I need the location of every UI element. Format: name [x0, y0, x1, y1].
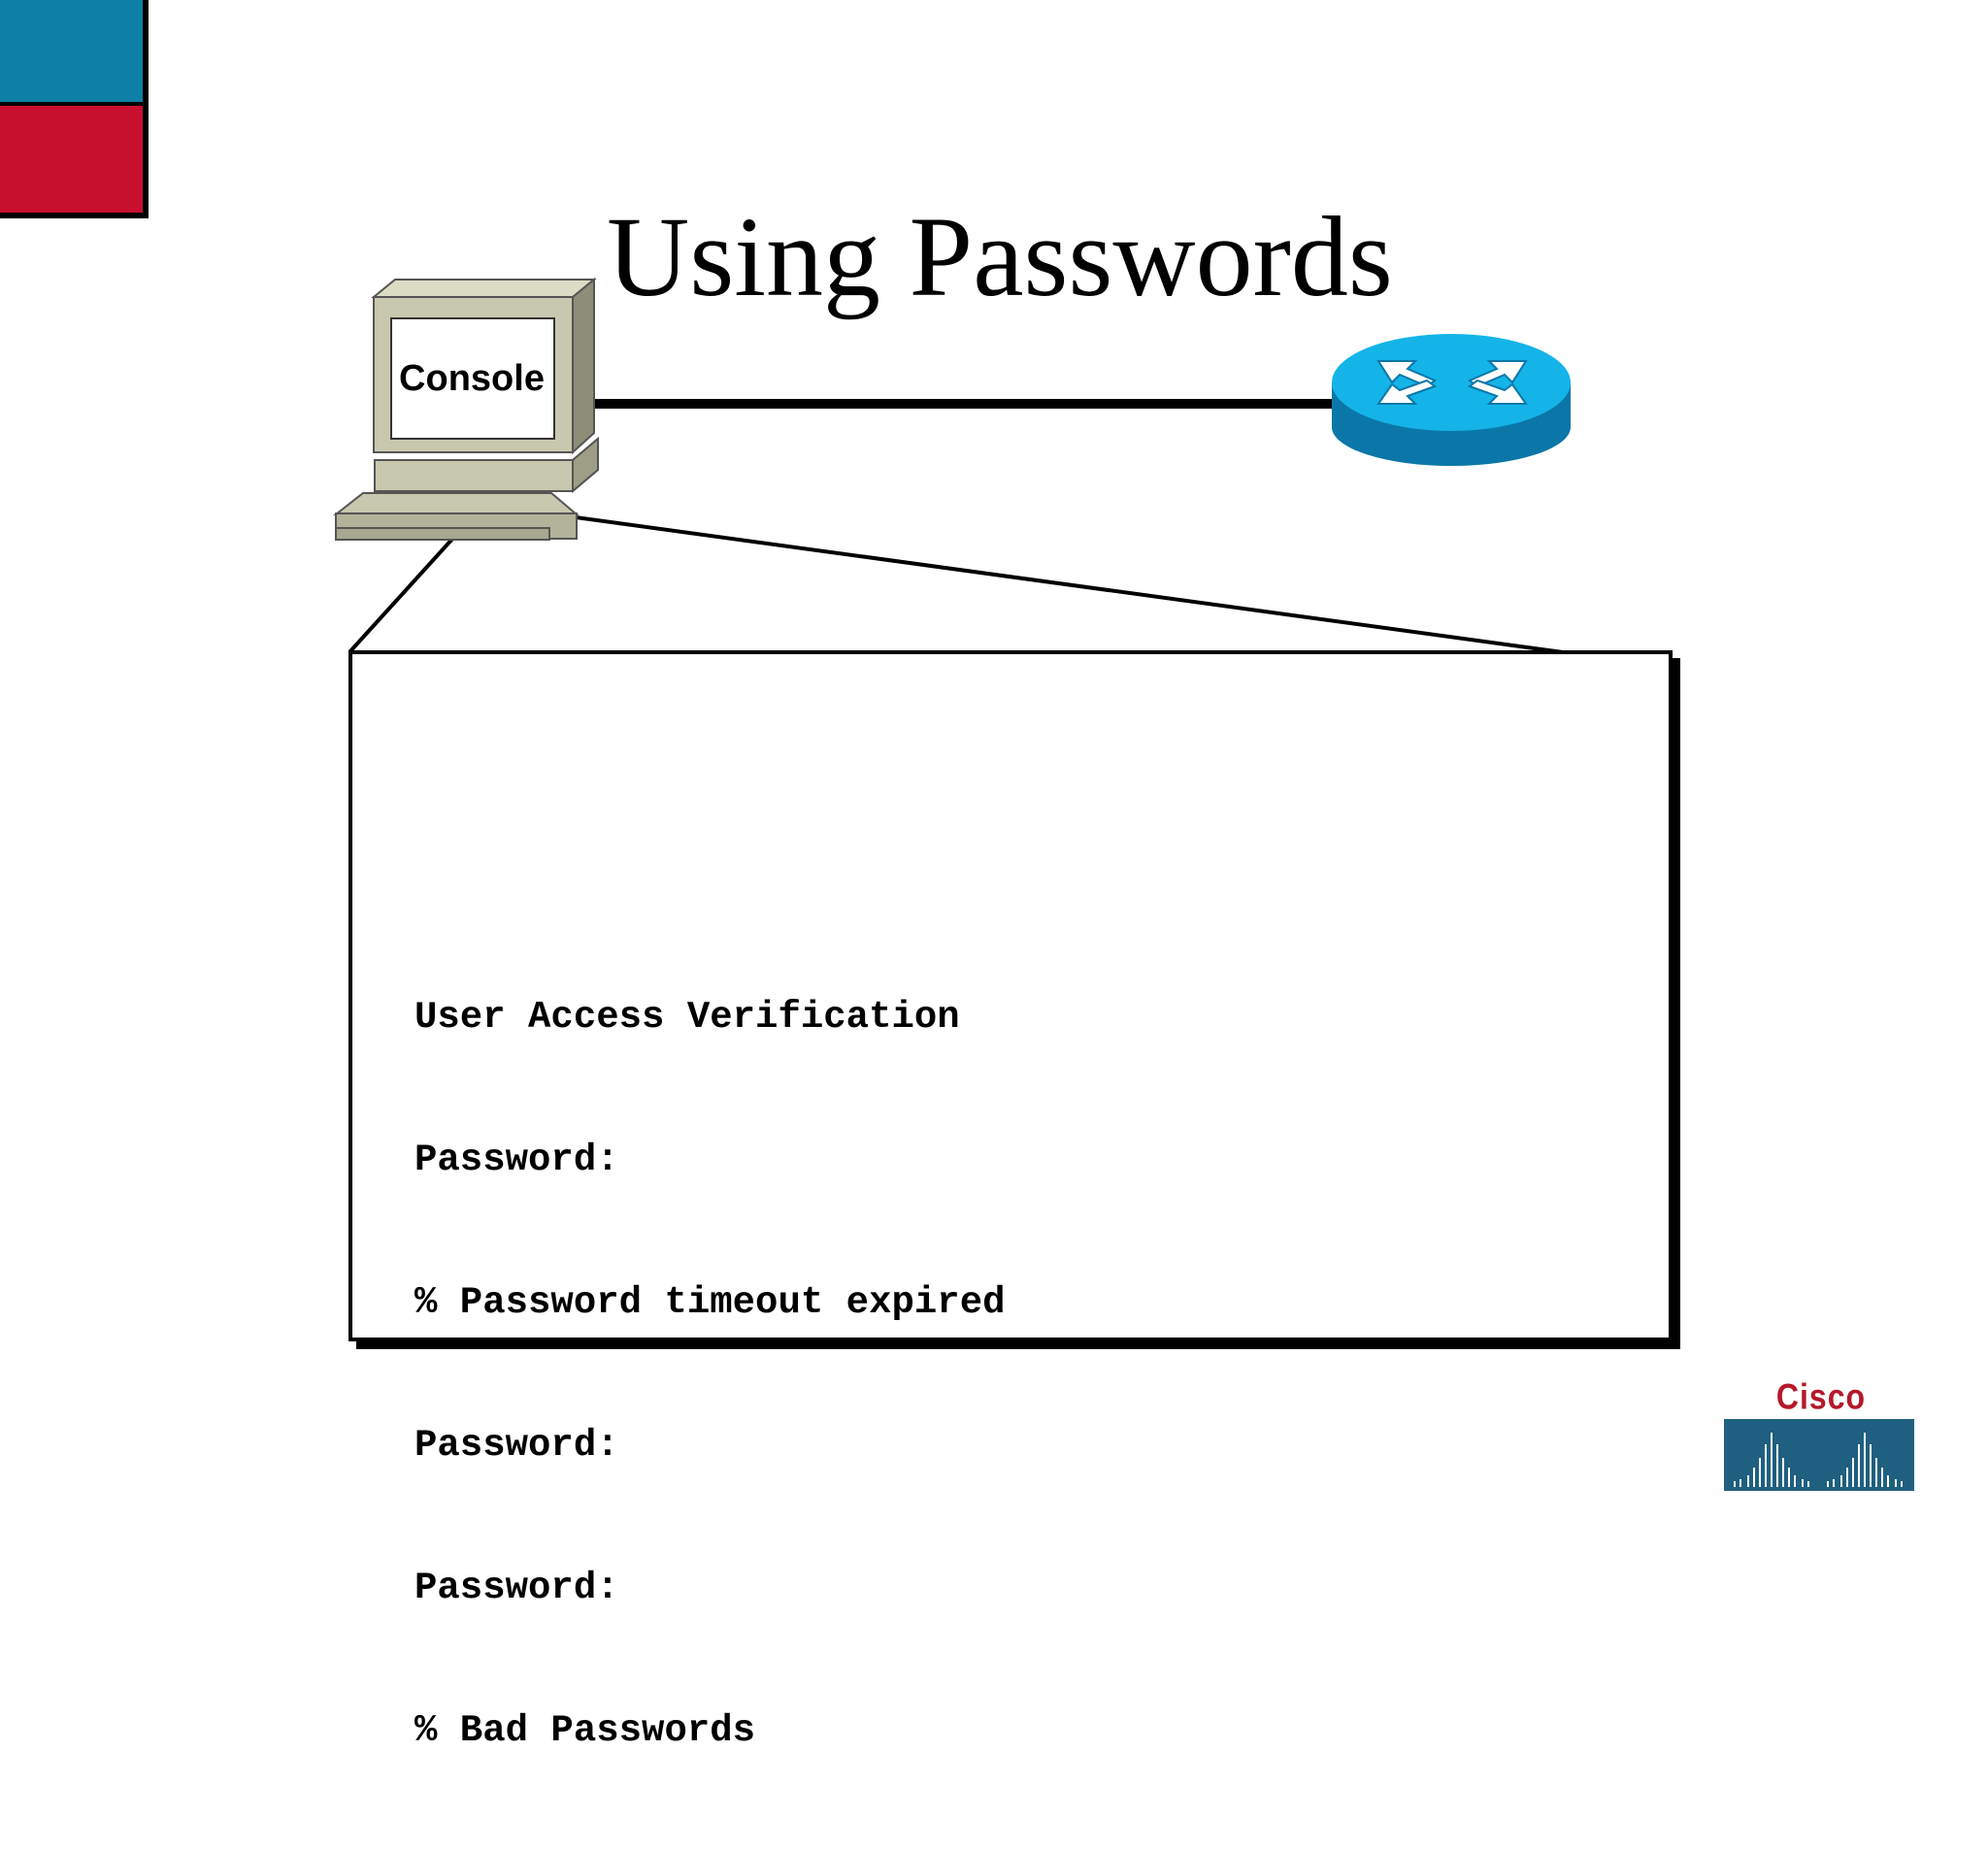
- computer-icon: [333, 277, 599, 541]
- corner-block-blue: [0, 0, 149, 106]
- slide-title: Using Passwords: [607, 193, 1393, 320]
- network-diagram: [333, 277, 1571, 654]
- terminal-line: Password:: [414, 1424, 619, 1467]
- terminal-line: % Bad Passwords: [414, 1709, 756, 1752]
- terminal-line: % Password timeout expired: [414, 1281, 1006, 1324]
- corner-block-red: [0, 106, 149, 218]
- cisco-systems-logo: Cisco Systems: [1724, 1376, 1918, 1491]
- terminal-output-box: User Access Verification Password: % Pas…: [348, 650, 1673, 1752]
- console-label: Console: [399, 357, 545, 399]
- terminal-lines: User Access Verification Password: % Pas…: [414, 899, 1006, 1850]
- router-icon: [1332, 334, 1571, 466]
- cisco-bridge-logo-icon: [1724, 1419, 1914, 1491]
- terminal-line: Password:: [414, 1139, 619, 1181]
- terminal-line: User Access Verification: [414, 996, 960, 1039]
- terminal-line: Password:: [414, 1567, 619, 1609]
